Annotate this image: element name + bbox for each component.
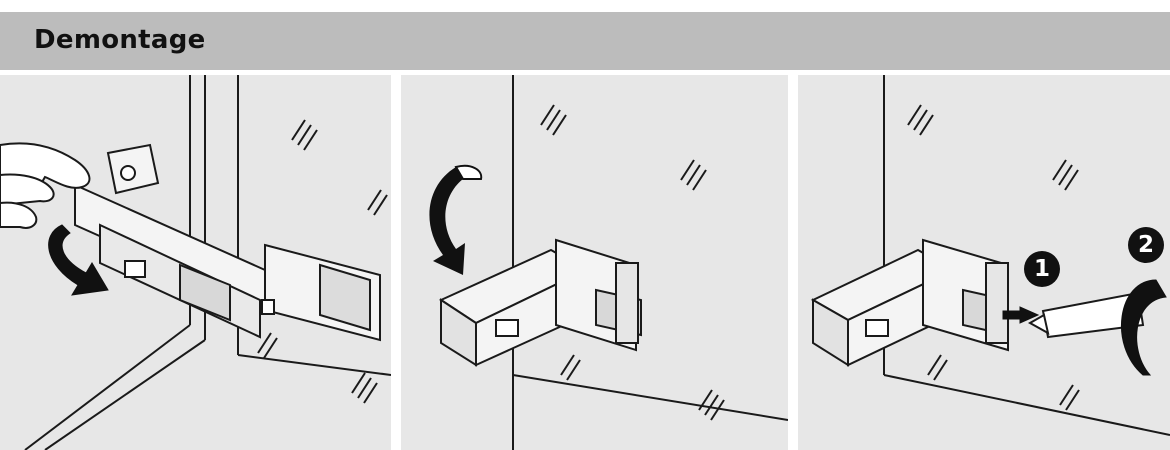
illustration-panel-3: 1 2 <box>798 75 1170 450</box>
hinge-icon <box>813 240 1008 365</box>
curved-arrow-icon <box>429 167 465 275</box>
step-badge-1: 1 <box>1024 251 1060 287</box>
hinge-icon <box>441 240 641 365</box>
illustration-panel-2 <box>401 75 788 450</box>
section-title: Demontage <box>34 25 206 55</box>
illustration-screwdriver-release <box>798 75 1170 450</box>
illustration-hand-detach <box>0 75 391 450</box>
section-header: Demontage <box>0 12 1170 70</box>
illustration-hinge-rotated <box>401 75 788 450</box>
illustration-panel-1 <box>0 75 391 450</box>
hinge-icon <box>75 145 380 340</box>
step-badge-2: 2 <box>1128 227 1164 263</box>
